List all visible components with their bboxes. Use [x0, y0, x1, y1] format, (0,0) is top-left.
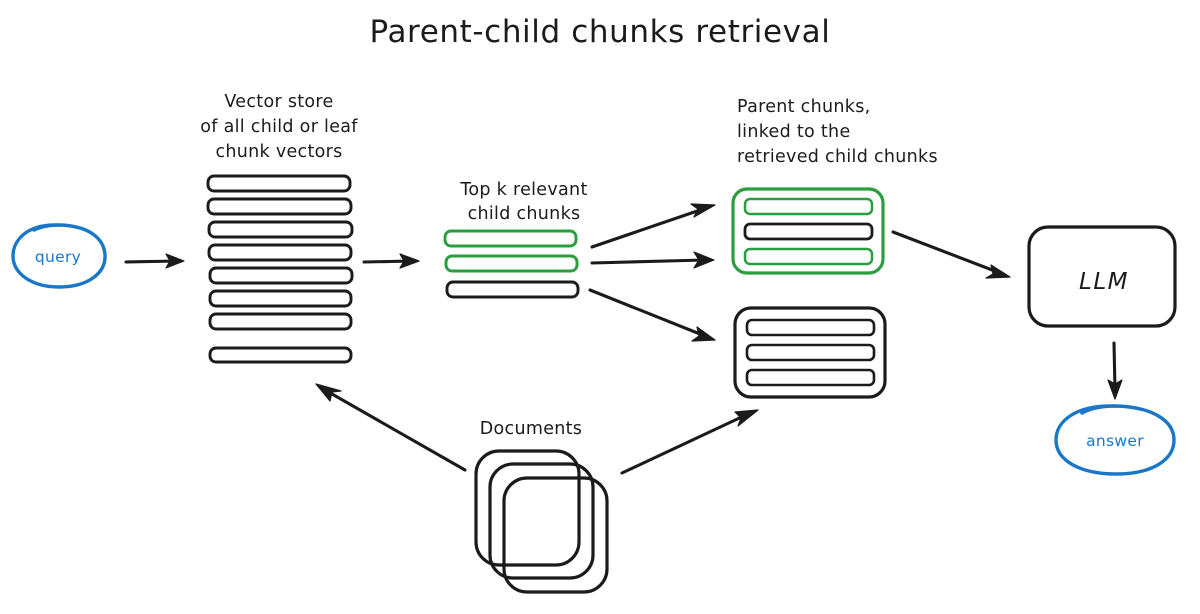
top-k-bar-relevant-1[interactable]	[443, 229, 578, 248]
edge-vector-store-to-top-k	[362, 253, 420, 269]
vector-store-bars	[206, 174, 354, 364]
node-vector-store: Vector store of all child or leaf chunk …	[200, 92, 358, 364]
parent-chunk-black-child-bar[interactable]	[745, 343, 876, 362]
vector-store-bar[interactable]	[206, 197, 353, 216]
parent-chunk-box-green[interactable]	[731, 187, 885, 275]
parent-chunks-label: Parent chunks, linked to the retrieved c…	[737, 97, 938, 167]
document-card[interactable]	[488, 462, 595, 580]
node-top-k-chunks: Top k relevant child chunks	[443, 180, 587, 299]
edge-top-k-chunk1-to-green-parent	[590, 203, 716, 249]
top-k-bar-other[interactable]	[445, 280, 580, 299]
vector-store-label-line-2: of all child or leaf	[200, 117, 358, 137]
diagram-title: Parent-child chunks retrieval	[370, 14, 831, 50]
vector-store-bar[interactable]	[208, 312, 353, 331]
node-llm-label: LLM	[1079, 269, 1129, 295]
edge-llm-to-answer	[1107, 341, 1123, 400]
parent-chunk-green-child-bar[interactable]	[743, 247, 874, 266]
edge-query-to-vector-store	[124, 253, 185, 269]
edge-top-k-chunk3-to-black-parent	[588, 288, 716, 342]
edge-documents-to-black-parent	[620, 409, 759, 475]
vector-store-bar[interactable]	[207, 243, 353, 262]
document-card[interactable]	[502, 476, 609, 594]
parent-chunks-label-line-1: Parent chunks,	[737, 97, 871, 117]
node-llm[interactable]: LLM	[1027, 225, 1177, 328]
vector-store-bar[interactable]	[208, 346, 353, 364]
vector-store-label-line-3: chunk vectors	[215, 142, 342, 162]
vector-store-bar[interactable]	[208, 289, 353, 308]
node-query[interactable]: query	[11, 223, 107, 289]
node-answer-label: answer	[1086, 432, 1144, 450]
top-k-bar-relevant-2[interactable]	[444, 254, 579, 273]
node-query-label: query	[35, 248, 81, 266]
document-card[interactable]	[474, 449, 581, 567]
parent-chunk-green-child-bar[interactable]	[743, 197, 874, 216]
vector-store-bar[interactable]	[206, 174, 352, 193]
parent-chunk-box-green-border	[731, 187, 885, 275]
parent-chunks-label-line-2: linked to the	[737, 122, 851, 142]
parent-chunk-box-black-border	[733, 306, 887, 399]
parent-chunk-black-child-bar[interactable]	[745, 318, 876, 337]
edge-documents-to-vector-store	[315, 383, 467, 472]
node-answer[interactable]: answer	[1054, 404, 1176, 476]
documents-label: Documents	[480, 419, 582, 439]
edge-top-k-chunk2-to-green-parent	[590, 251, 715, 269]
parent-chunk-box-black[interactable]	[733, 306, 887, 399]
parent-chunks-label-line-3: retrieved child chunks	[737, 147, 938, 167]
edge-green-parent-to-llm	[891, 230, 1011, 279]
parent-chunk-black-child-bar[interactable]	[745, 368, 876, 387]
node-documents[interactable]: Documents	[474, 419, 609, 594]
node-llm-box	[1027, 225, 1177, 328]
vector-store-label-line-1: Vector store	[224, 92, 333, 112]
vector-store-bar[interactable]	[207, 220, 354, 239]
vector-store-bar[interactable]	[208, 266, 354, 285]
top-k-label-line-2: child chunks	[468, 204, 581, 224]
parent-chunk-black-child-bar[interactable]	[743, 222, 874, 241]
top-k-label-line-1: Top k relevant	[459, 180, 587, 200]
